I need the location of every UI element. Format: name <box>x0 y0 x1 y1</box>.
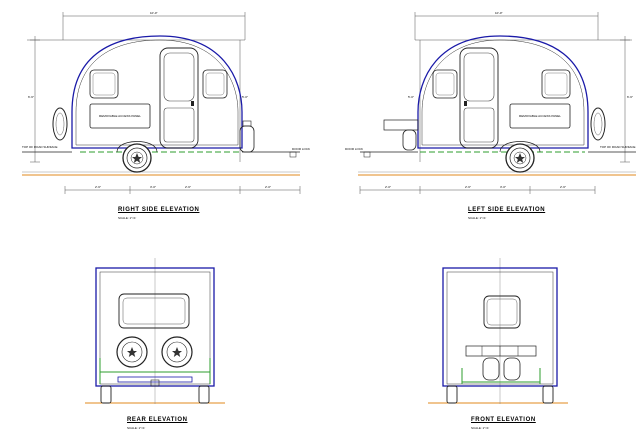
front-body-inner <box>446 271 554 385</box>
front-propane-left <box>482 357 500 381</box>
right-dim-b: 3'-0" <box>150 185 156 189</box>
right-window-rear-inner <box>205 72 225 96</box>
right-dimensions <box>27 12 301 194</box>
left-spare-tire <box>590 107 606 141</box>
right-door-window <box>163 52 195 102</box>
right-fender <box>116 141 158 153</box>
right-door-lock-label: DOOR LOCK <box>292 147 310 151</box>
left-dim-c: 3'-0" <box>500 185 506 189</box>
right-wheel-star <box>132 153 142 163</box>
front-wheel-left <box>446 385 458 404</box>
right-wheel-hub <box>130 151 144 165</box>
left-door-handle <box>464 101 467 106</box>
front-wheel-right <box>542 385 554 404</box>
front-elevation <box>428 258 568 404</box>
left-fender <box>499 141 541 153</box>
right-dim-d: 2'-0" <box>265 185 271 189</box>
rear-window-inner <box>122 297 186 325</box>
left-dim-height: 6'-6" <box>627 95 633 99</box>
left-window-rear-inner <box>435 72 455 96</box>
left-storage-rack <box>383 119 419 131</box>
rear-view-title: REAR ELEVATION <box>127 417 188 423</box>
front-propane-right <box>503 357 521 381</box>
rear-body-inner <box>99 271 211 385</box>
rear-elevation <box>85 258 225 404</box>
left-wheel-star <box>515 153 525 163</box>
rear-wheel-left <box>100 385 112 404</box>
left-dim-d: 2'-6" <box>560 185 566 189</box>
rear-star-right <box>172 347 182 357</box>
right-door-lock <box>289 151 297 158</box>
front-body <box>442 267 558 387</box>
left-door-lock-label: DOOR LOCK <box>345 147 363 151</box>
right-window-front <box>89 69 119 99</box>
front-storage-rack <box>465 345 537 357</box>
right-view-scale: SCALE: 1"=1' <box>118 216 137 220</box>
left-panel-label: REMOVABLE ACCESS PANEL <box>519 114 561 118</box>
left-door-window <box>463 52 495 102</box>
right-dim-height: 6'-6" <box>28 95 34 99</box>
left-door-lock <box>363 151 371 158</box>
left-body-inner <box>421 39 585 146</box>
left-trailer-body <box>417 35 589 149</box>
right-dim-a: 2'-6" <box>95 185 101 189</box>
right-door <box>159 47 199 149</box>
left-ground-label: TOP OF ROAD SURFACE <box>600 145 636 149</box>
right-propane-valve <box>242 120 252 127</box>
front-view-scale: SCALE: 1"=1' <box>471 426 490 430</box>
rear-spare-rim-right <box>166 341 188 363</box>
rear-license-light <box>150 379 160 387</box>
front-window <box>483 295 521 329</box>
left-dim-body: 5'-0" <box>408 95 414 99</box>
rear-star-left <box>127 347 137 357</box>
right-wheel-rim <box>126 147 148 169</box>
left-window-front <box>541 69 571 99</box>
rear-view-scale: SCALE: 1"=1' <box>127 426 146 430</box>
right-dim-top: 10'-0" <box>150 11 158 15</box>
left-dim-top: 10'-0" <box>495 11 503 15</box>
left-door-panel <box>463 107 495 143</box>
left-access-panel <box>509 103 571 129</box>
rear-spare-rim-left <box>121 341 143 363</box>
left-dimensions <box>359 12 632 194</box>
left-spare-rim <box>593 112 603 136</box>
right-dim-body: 5'-0" <box>242 95 248 99</box>
left-window-rear <box>432 69 458 99</box>
right-window-front-inner <box>92 72 116 96</box>
front-window-inner <box>486 298 518 326</box>
left-dim-a: 2'-0" <box>385 185 391 189</box>
left-door <box>459 47 499 149</box>
right-spare-rim <box>55 112 65 136</box>
right-window-rear <box>202 69 228 99</box>
rear-wheel-right <box>198 385 210 404</box>
left-wheel-rim <box>509 147 531 169</box>
left-wheel-hub <box>513 151 527 165</box>
right-view-title: RIGHT SIDE ELEVATION <box>118 207 200 213</box>
left-view-title: LEFT SIDE ELEVATION <box>468 207 546 213</box>
left-view-scale: SCALE: 1"=1' <box>468 216 487 220</box>
right-side-elevation: 10'-0" 6'-6" 5'-0" 2'-6" 3'-0" 2'-6" 2'-… <box>22 11 310 194</box>
right-ground-label: TOP OF ROAD SURFACE <box>22 145 58 149</box>
right-door-handle <box>191 101 194 106</box>
right-dim-c: 2'-6" <box>185 185 191 189</box>
front-view-title: FRONT ELEVATION <box>471 417 536 423</box>
left-window-front-inner <box>544 72 568 96</box>
right-door-panel <box>163 107 195 143</box>
right-spare-tire <box>52 107 68 141</box>
left-dim-b: 2'-6" <box>465 185 471 189</box>
right-panel-label: REMOVABLE ACCESS PANEL <box>99 114 141 118</box>
left-propane-tank <box>402 129 417 151</box>
right-trailer-body <box>71 35 243 149</box>
right-body-inner <box>75 39 239 146</box>
rear-bumper <box>117 376 193 383</box>
rear-window <box>118 293 190 329</box>
right-access-panel <box>89 103 151 129</box>
left-side-elevation: 10'-0" 6'-6" 5'-0" 2'-0" 2'-6" 3'-0" 2'-… <box>345 11 636 194</box>
